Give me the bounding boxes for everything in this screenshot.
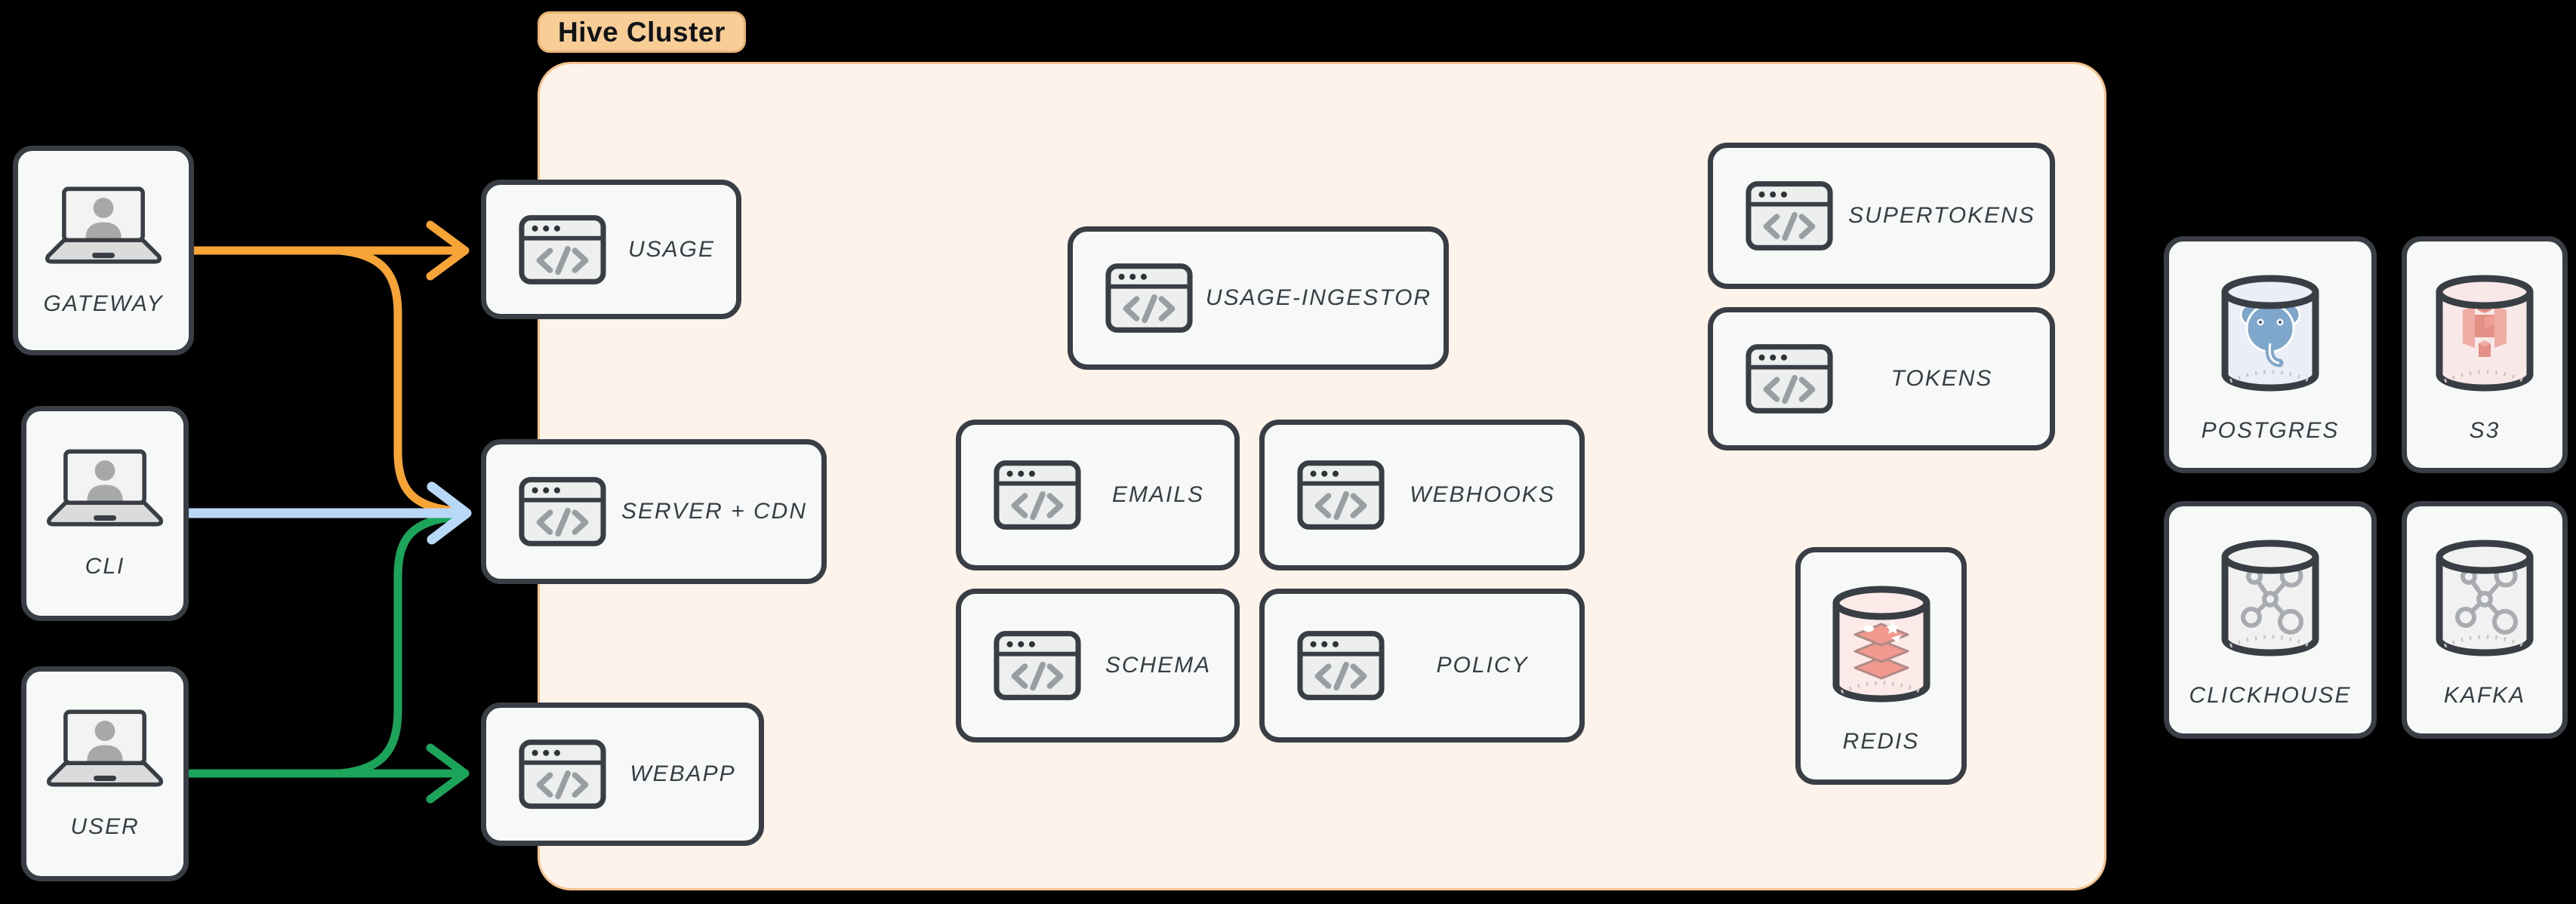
service-server-cdn-label: SERVER + CDN [621,499,807,524]
service-emails-label: EMAILS [1111,482,1205,507]
service-usage: USAGE [481,180,741,319]
database-clickhouse-label: CLICKHOUSE [2189,683,2352,708]
browser-code-icon [1296,460,1385,530]
service-usage-label: USAGE [627,236,716,262]
browser-code-icon [1745,343,1834,414]
service-webhooks-label: WEBHOOKS [1410,482,1555,507]
laptop-user-icon [45,709,165,787]
service-usage-ingestor-label: USAGE-INGESTOR [1205,285,1432,310]
edge-gateway-to-usage-arrowhead [426,220,470,281]
service-webapp-label: WEBAPP [630,761,736,786]
edge-gateway-to-server-cdn [335,246,458,515]
service-tokens: TOKENS [1708,307,2055,450]
actor-cli: CLI [21,406,189,621]
actor-user: USER [21,666,189,881]
laptop-user-icon [44,186,163,264]
edge-user-to-server-cdn [335,512,458,778]
browser-code-icon [518,476,607,547]
database-postgres: POSTGRES [2164,236,2377,473]
actor-user-label: USER [70,814,140,839]
service-policy: POLICY [1259,589,1585,743]
service-redis: REDIS [1795,547,1967,785]
browser-code-icon [993,460,1082,530]
service-supertokens-label: SUPERTOKENS [1848,203,2035,228]
database-postgres-label: POSTGRES [2201,417,2340,443]
actor-gateway: GATEWAY [13,146,194,355]
database-redis-icon [1825,579,1938,711]
service-usage-ingestor: USAGE-INGESTOR [1068,226,1449,370]
hive-cluster-label-chip: Hive Cluster [538,11,746,53]
service-webapp: WEBAPP [481,703,764,846]
service-tokens-label: TOKENS [1890,366,1993,391]
browser-code-icon [518,214,607,285]
actor-gateway-label: GATEWAY [43,291,164,316]
database-s3: S3 [2402,236,2568,473]
service-supertokens: SUPERTOKENS [1708,143,2055,289]
service-server-cdn: SERVER + CDN [481,439,827,584]
browser-code-icon [518,739,607,810]
database-graph-icon [2214,533,2327,665]
laptop-user-icon [45,449,165,527]
database-s3-label: S3 [2469,417,2501,443]
actor-cli-label: CLI [85,554,125,579]
service-schema: SCHEMA [956,589,1240,743]
browser-code-icon [1105,263,1194,334]
database-kafka: KAFKA [2402,501,2568,739]
service-schema-label: SCHEMA [1105,653,1212,678]
hive-cluster-label: Hive Cluster [558,16,726,48]
browser-code-icon [1745,180,1834,251]
service-policy-label: POLICY [1436,653,1529,678]
database-postgres-icon [2214,268,2327,400]
browser-code-icon [1296,630,1385,701]
database-kafka-label: KAFKA [2443,683,2526,708]
database-clickhouse: CLICKHOUSE [2164,501,2377,739]
edge-user-to-webapp-arrowhead [426,743,470,804]
database-graph-icon [2428,533,2541,665]
edge-cli-to-server-cdn-arrowhead [427,481,472,545]
database-s3-icon [2428,268,2541,400]
browser-code-icon [993,630,1082,701]
service-emails: EMAILS [956,420,1240,570]
service-redis-label: REDIS [1842,729,1920,754]
service-webhooks: WEBHOOKS [1259,420,1585,570]
